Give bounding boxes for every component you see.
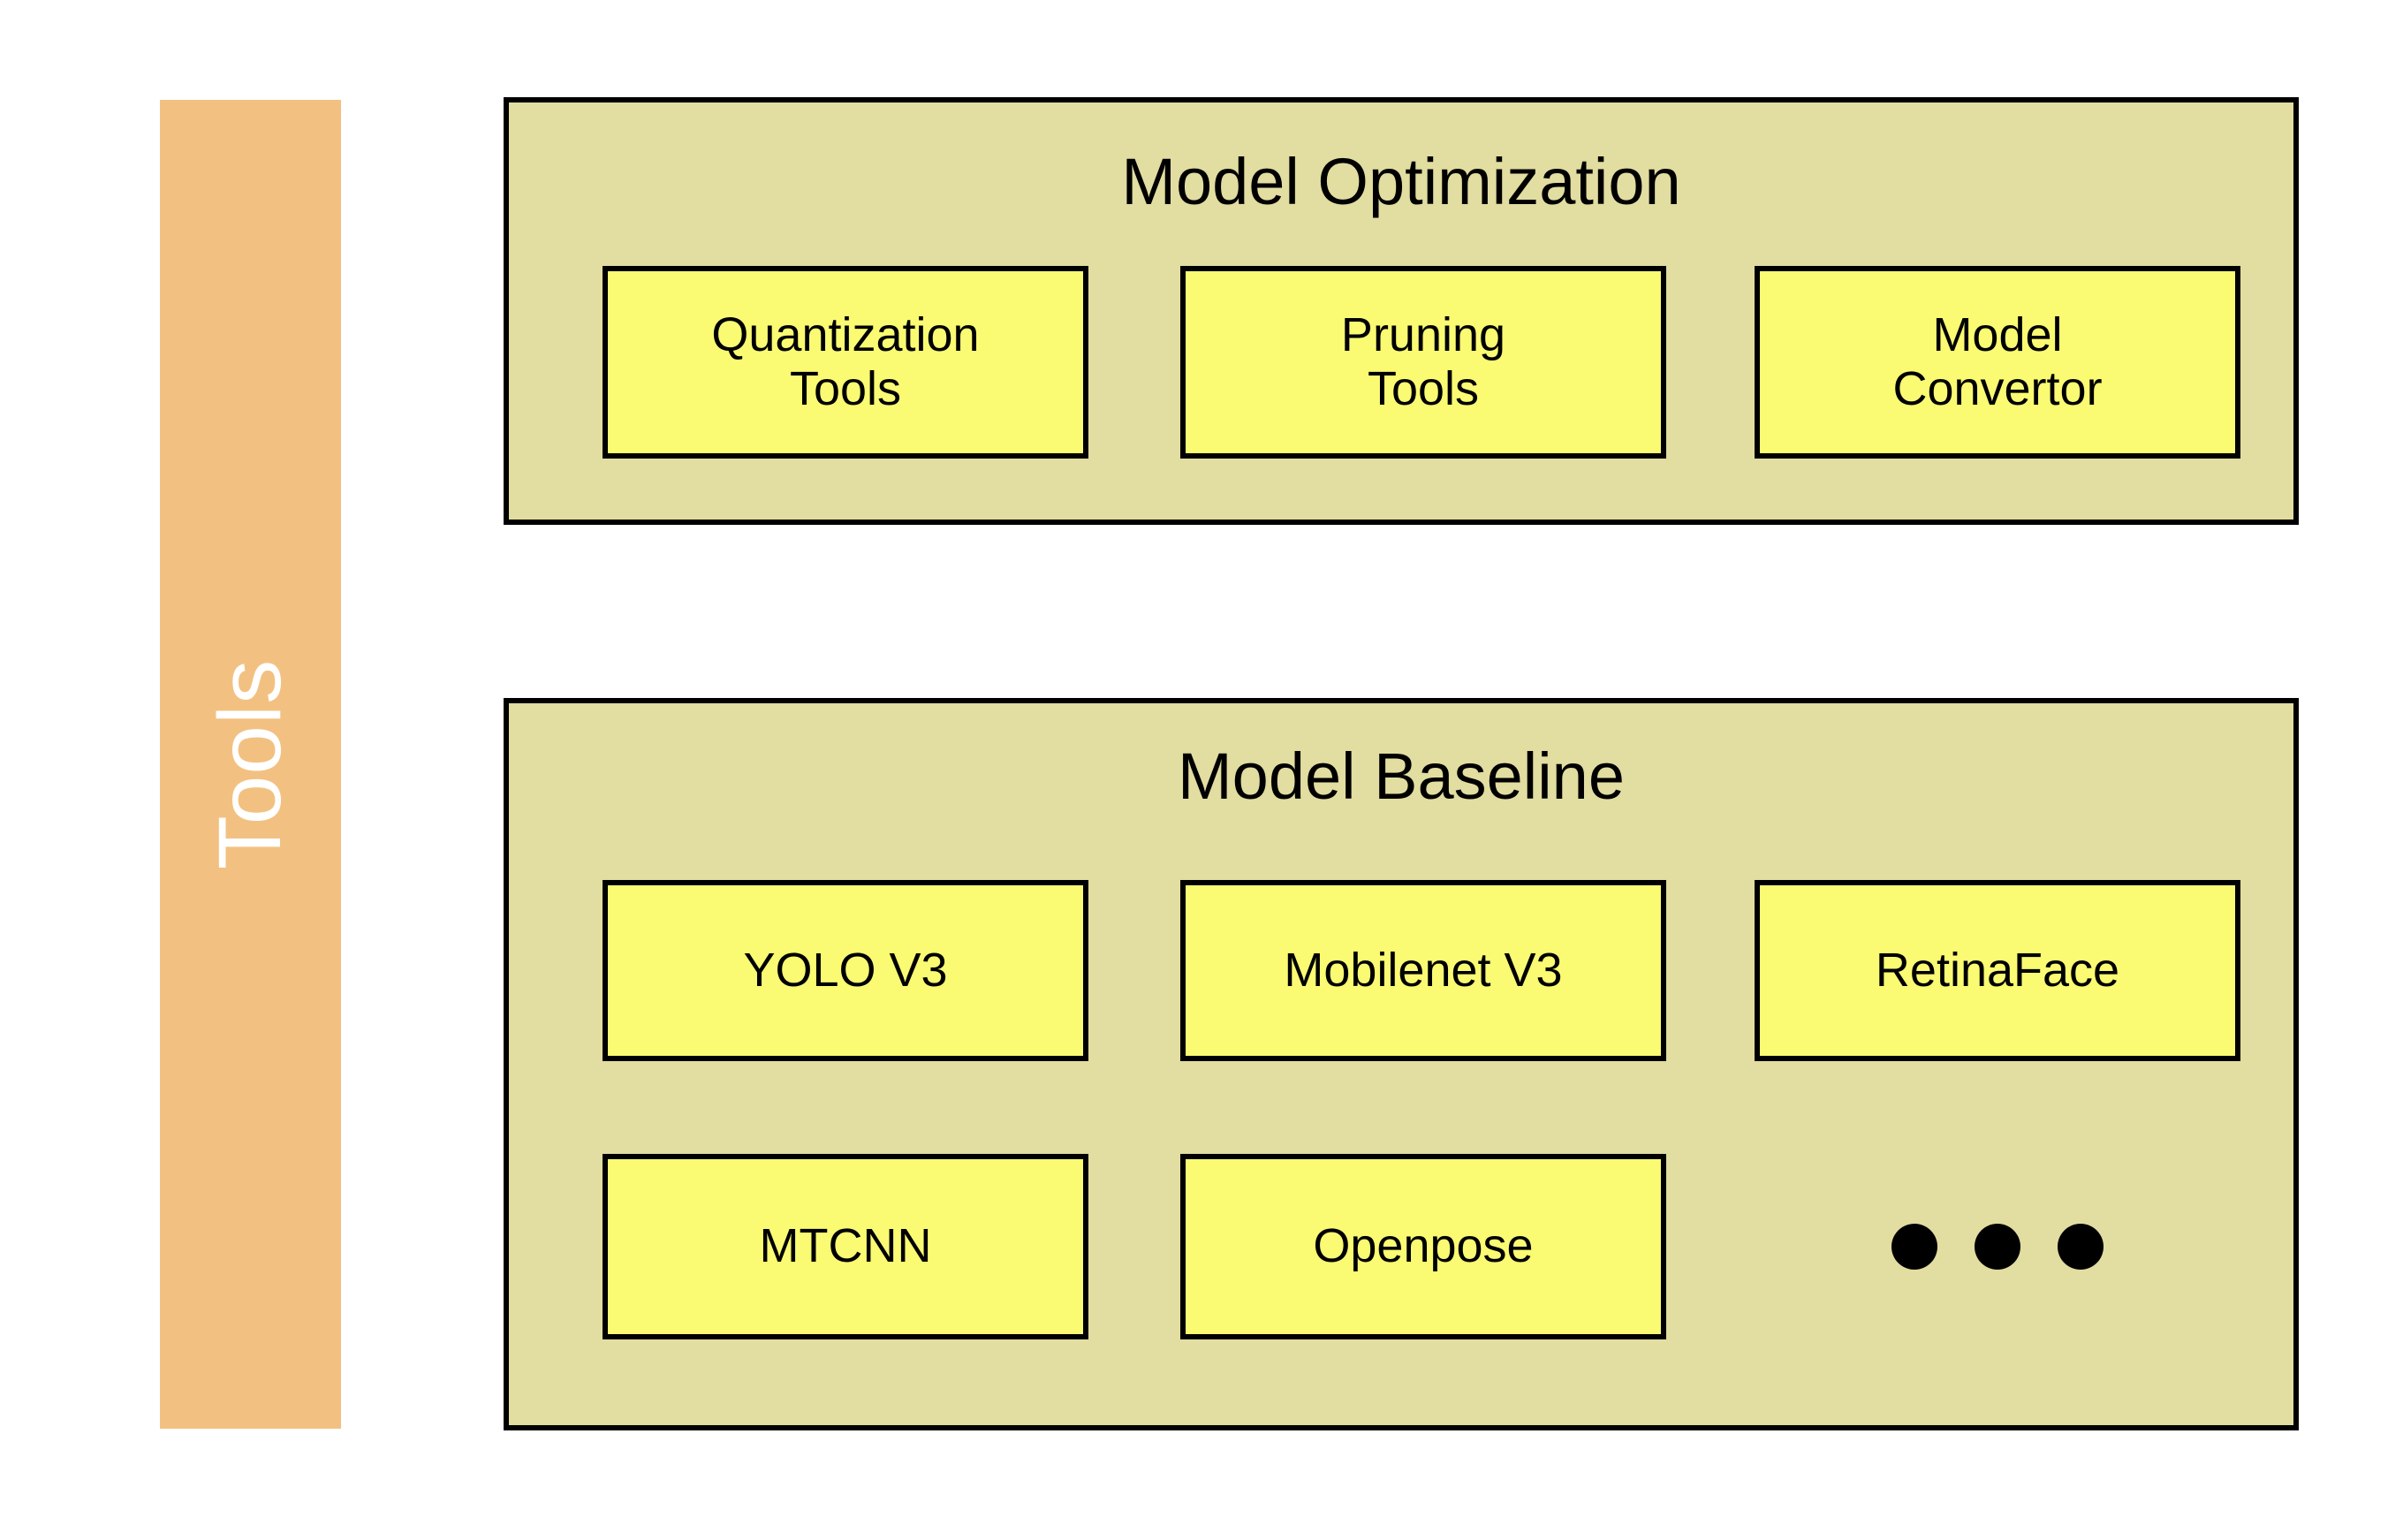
item-box-yolo-v3[interactable]: YOLO V3 — [603, 880, 1088, 1061]
more-items-ellipsis — [1755, 1154, 2240, 1339]
category-bar-tools: Tools — [160, 100, 341, 1429]
panel-title-model-optimization: Model Optimization — [1121, 145, 1681, 218]
item-box-label: Mobilenet V3 — [1284, 943, 1563, 997]
ellipsis-dot-icon — [1975, 1224, 2020, 1270]
item-box-label: Pruning Tools — [1340, 307, 1506, 415]
category-bar-label: Tools — [201, 658, 300, 870]
item-box-label: MTCNN — [759, 1219, 932, 1273]
panel-model-optimization: Model Optimization Quantization Tools Pr… — [504, 97, 2299, 525]
item-box-pruning-tools[interactable]: Pruning Tools — [1180, 266, 1666, 459]
item-box-quantization-tools[interactable]: Quantization Tools — [603, 266, 1088, 459]
item-box-label: Quantization Tools — [711, 307, 980, 415]
item-box-label: YOLO V3 — [743, 943, 948, 997]
panel-title-model-baseline: Model Baseline — [1178, 740, 1625, 813]
item-box-mtcnn[interactable]: MTCNN — [603, 1154, 1088, 1339]
item-box-model-convertor[interactable]: Model Convertor — [1755, 266, 2240, 459]
item-box-retinaface[interactable]: RetinaFace — [1755, 880, 2240, 1061]
item-box-label: Model Convertor — [1892, 307, 2103, 415]
item-box-openpose[interactable]: Openpose — [1180, 1154, 1666, 1339]
ellipsis-dot-icon — [2058, 1224, 2104, 1270]
panel-model-baseline: Model Baseline YOLO V3 Mobilenet V3 Reti… — [504, 698, 2299, 1430]
ellipsis-dot-icon — [1891, 1224, 1937, 1270]
item-box-label: RetinaFace — [1875, 943, 2120, 997]
item-box-mobilenet-v3[interactable]: Mobilenet V3 — [1180, 880, 1666, 1061]
item-box-label: Openpose — [1313, 1219, 1534, 1273]
